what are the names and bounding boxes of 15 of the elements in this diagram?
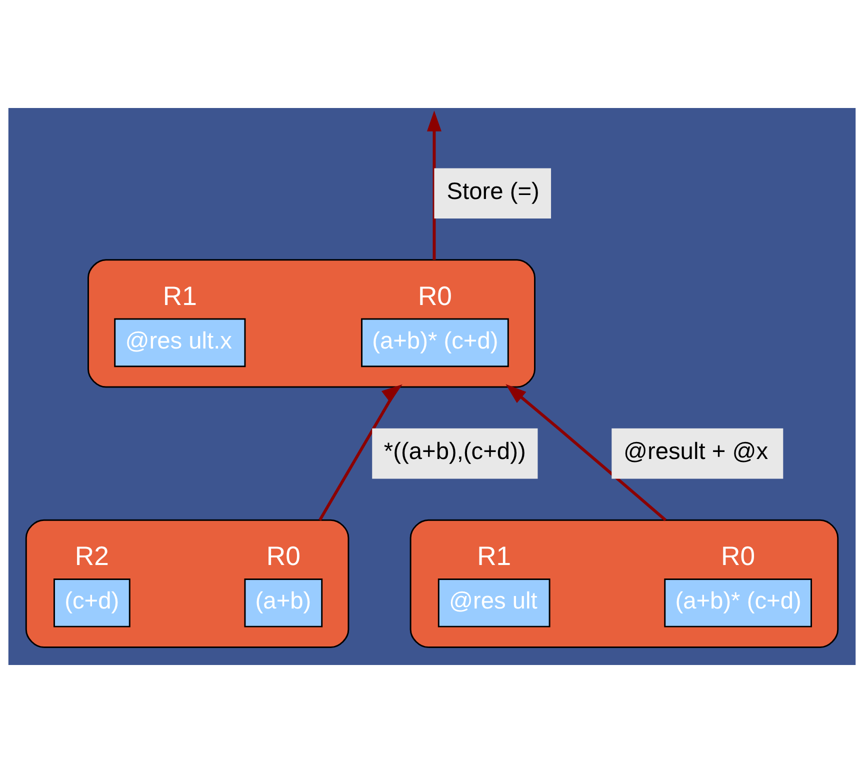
arrow (506, 384, 667, 521)
node-label: R2 (74, 540, 109, 571)
cluster (410, 518, 839, 648)
cluster (88, 258, 536, 388)
edge-label: Store (=) (446, 178, 540, 204)
node-label: R1 (162, 280, 197, 310)
node-label: R0 (418, 280, 452, 310)
node-label: R0 (721, 540, 756, 571)
edge-label: @result + @x (623, 438, 768, 465)
edge-label: *((a+b),(c+d)) (384, 438, 526, 465)
node-label: R1 (477, 540, 512, 571)
arrow (318, 384, 402, 520)
arrow (426, 110, 442, 260)
cluster (25, 518, 350, 648)
node-label: R0 (266, 540, 300, 571)
